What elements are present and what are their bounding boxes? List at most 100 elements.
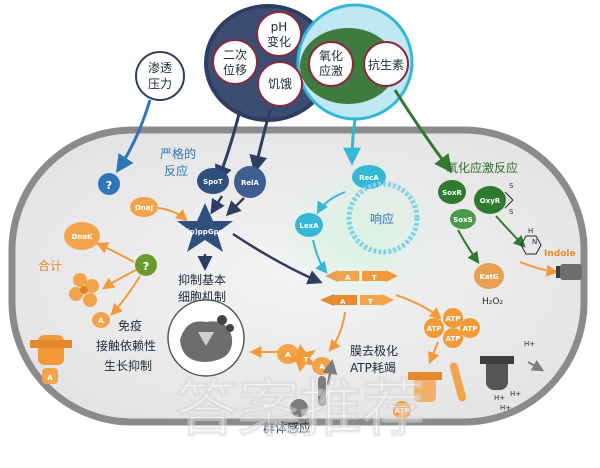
ta1-a-label: A xyxy=(345,274,351,282)
soxr-protein: SoxR xyxy=(438,180,466,204)
question-osmotic: ? xyxy=(98,173,120,195)
arrow-lexa-to-ta xyxy=(312,239,328,274)
ppgpp-star: (p)ppGpp xyxy=(177,203,233,252)
stress-ph-line2: 变化 xyxy=(267,34,291,49)
immunity-line2: 接触依赖性 xyxy=(96,338,156,353)
arrow-osmotic-to-question xyxy=(116,99,152,173)
katg-protein: KatG xyxy=(474,263,504,289)
indole-molecule: H N xyxy=(520,227,542,255)
question-osmotic-mark: ? xyxy=(106,179,112,192)
stress-oxidative-line1: 氧化 xyxy=(319,49,343,63)
atp-cluster: ATP ATP ATP ATP xyxy=(424,308,480,348)
stress-oxidative-line2: 应激 xyxy=(319,63,343,78)
immunity-line1: 免疫 xyxy=(118,318,142,333)
arrow-ta-to-toxin xyxy=(328,311,346,352)
atp-pump: ATP xyxy=(393,372,442,419)
arrow-dnaj-to-ppgpp xyxy=(157,207,188,222)
indole-h: H xyxy=(528,227,533,235)
ta2-a-label: A xyxy=(340,298,346,306)
ta-gene-1: A T xyxy=(325,270,398,282)
center-a1: A xyxy=(285,351,291,359)
membrane-line2: ATP耗竭 xyxy=(350,361,396,375)
left-channel-a: A xyxy=(47,374,53,382)
dnak-label: DnaK xyxy=(72,233,94,241)
center-t: T xyxy=(304,356,309,364)
lexa-protein: LexA xyxy=(295,213,323,237)
question-ta-mark: ? xyxy=(143,260,149,273)
arrow-question-to-dnak xyxy=(95,242,135,263)
dnaj-label: DnaJ xyxy=(135,204,153,212)
stress-ph-line1: pH xyxy=(271,20,288,34)
watermark: 答案推荐 xyxy=(176,372,424,445)
synthesis-label: 合计 xyxy=(38,258,62,273)
immunity-line3: 生长抑制 xyxy=(104,358,152,373)
stress-displacement-line2: 位移 xyxy=(223,62,247,77)
soxs-label: SoxS xyxy=(453,216,472,224)
h-plus-1: H+ xyxy=(524,340,535,348)
arrow-indole-to-pump xyxy=(519,261,559,277)
h-plus-4: H+ xyxy=(500,404,511,412)
ribosome-circle xyxy=(167,299,245,377)
stress-osmotic: 渗透 压力 xyxy=(135,51,185,101)
oxyr-s1: S xyxy=(509,182,514,190)
arrow-to-reca xyxy=(343,119,362,166)
stress-antibiotic-label: 抗生素 xyxy=(368,57,404,72)
arrow-ta-to-atp xyxy=(395,294,442,320)
ta1-t-label: T xyxy=(372,274,377,282)
arrow-atp-to-pump xyxy=(427,341,440,365)
lexa-label: LexA xyxy=(299,222,319,230)
dna-ring xyxy=(346,181,420,255)
atp-pump-label: ATP xyxy=(395,407,410,415)
ta2-t-label: T xyxy=(368,298,373,306)
stringent-label-line1: 严格的 xyxy=(160,146,196,161)
soxs-protein: SoxS xyxy=(450,209,476,229)
arrow-to-rela xyxy=(249,109,272,174)
arrow-rela-to-ppgpp xyxy=(225,197,245,217)
question-ta: ? xyxy=(135,254,157,276)
rela-label: RelA xyxy=(241,179,260,187)
orange-rod xyxy=(449,362,467,402)
rela-protein: RelA xyxy=(234,166,266,198)
arrow-spot-to-ppgpp xyxy=(210,195,225,215)
dnak-protein: DnaK xyxy=(64,222,100,250)
arrow-to-indole xyxy=(495,215,526,248)
atp-2: ATP xyxy=(446,315,461,323)
center-a2: A xyxy=(319,363,325,371)
stress-displacement-line1: 二次 xyxy=(223,48,247,62)
arrow-reca-to-lexa xyxy=(316,191,346,215)
stress-starvation-label: 饥饿 xyxy=(268,77,292,91)
arrow-proton xyxy=(527,360,545,372)
left-channel: A xyxy=(30,335,72,384)
h2o2-label: H₂O₂ xyxy=(482,297,503,307)
arrow-to-oxidative xyxy=(393,89,453,173)
stringent-label-line2: 反应 xyxy=(164,163,188,178)
toxin-a-small-label: A xyxy=(98,317,104,325)
spot-protein: SpoT xyxy=(197,168,229,194)
response-label: 响应 xyxy=(370,211,394,226)
dnaj-protein: DnaJ xyxy=(130,197,158,217)
spot-label: SpoT xyxy=(203,178,223,186)
arrow-quorum xyxy=(322,359,338,386)
arrow-question-to-complex xyxy=(102,269,137,290)
ta-gene-2: A T xyxy=(320,294,394,306)
oxyr-label: OxyR xyxy=(480,197,501,205)
h-plus-3: H+ xyxy=(510,390,521,398)
arrow-question-to-toxin xyxy=(110,275,141,316)
ppgpp-label: (p)ppGpp xyxy=(186,228,223,236)
proton-channel: H+ H+ H+ H+ xyxy=(480,340,535,412)
atp-3: ATP xyxy=(446,335,461,343)
membrane-line1: 膜去极化 xyxy=(350,344,398,358)
reca-label: RecA xyxy=(359,174,379,182)
quorum-signal xyxy=(290,376,326,417)
indole-n: N xyxy=(532,238,537,246)
atp-4: ATP xyxy=(463,325,478,333)
toxin-a-small: A xyxy=(92,312,110,328)
indole-label: Indole xyxy=(544,249,576,259)
stress-osmotic-line2: 压力 xyxy=(148,77,172,91)
arrow-to-katg xyxy=(457,229,480,264)
arrow-ppgpp-to-ta xyxy=(232,232,323,285)
stress-displacement: 二次 位移 xyxy=(212,39,258,85)
efflux-pump xyxy=(556,264,582,280)
